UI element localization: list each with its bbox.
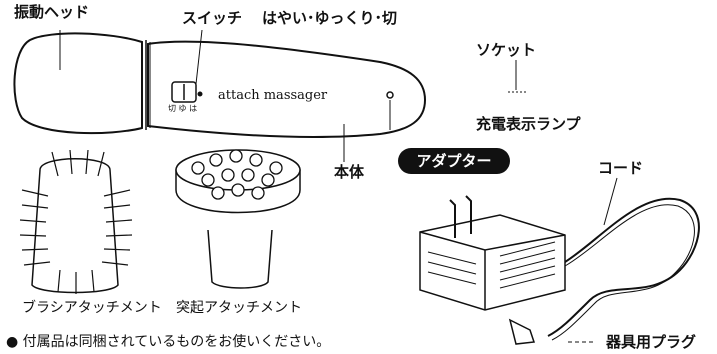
label-device-plug: 器具用プラグ xyxy=(606,333,697,351)
massager xyxy=(13,32,427,138)
switch-position-marks: 切 ゆ は xyxy=(168,104,198,113)
label-cord: コード xyxy=(598,159,644,177)
label-vibration-head: 振動ヘッド xyxy=(14,3,90,21)
switch-shape xyxy=(171,81,197,103)
body-shape xyxy=(147,40,427,138)
brush-attachment xyxy=(19,149,133,294)
charge-lamp-shape xyxy=(386,91,394,99)
leader-lines xyxy=(59,29,618,343)
accessory-note: ● 付属品は同梱されているものをお使いください。 xyxy=(6,334,331,350)
label-bump-attachment: 突起アタッチメント xyxy=(176,300,302,316)
label-adapter: アダプター xyxy=(398,148,510,174)
label-brush-attachment: ブラシアタッチメント xyxy=(22,300,162,316)
label-charge-lamp: 充電表示ランプ xyxy=(476,115,581,133)
label-switch: スイッチ xyxy=(182,9,243,27)
label-socket: ソケット xyxy=(476,41,537,59)
cord xyxy=(508,197,700,345)
adapter xyxy=(419,195,566,311)
bump-attachment xyxy=(175,149,301,289)
vibration-head-shape xyxy=(13,32,143,135)
label-body: 本体 xyxy=(334,163,365,181)
label-switch-modes: はやい･ゆっくり･切 xyxy=(262,9,398,27)
device-logo-text: attach massager xyxy=(218,88,328,103)
